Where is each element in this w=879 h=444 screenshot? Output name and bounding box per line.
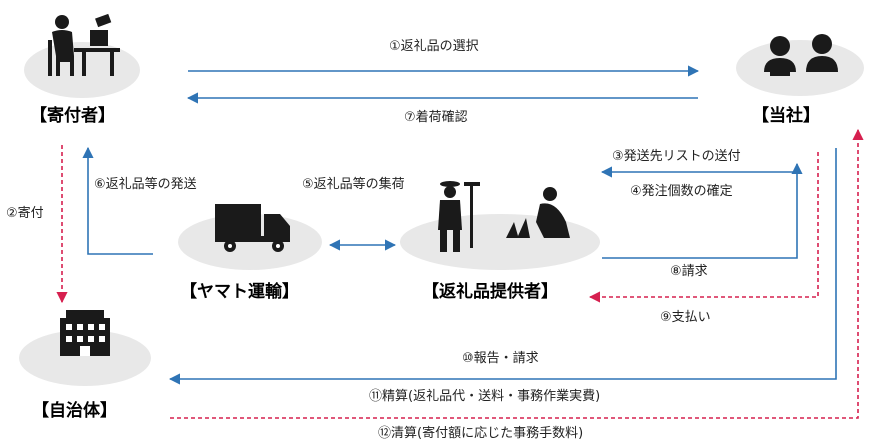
node-label-donor: 【寄付者】 [30, 106, 115, 126]
flow-label-4: ④発注個数の確定 [630, 184, 733, 199]
flow-label-1: ①返礼品の選択 [389, 39, 479, 54]
node-label-municipality: 【自治体】 [32, 401, 117, 421]
company-ellipse [736, 40, 864, 96]
company-staff-icon [764, 34, 838, 76]
arrow-confirm-invoice [602, 162, 803, 259]
donor-icon [48, 13, 120, 76]
flow-label-12: ⑫清算(寄付額に応じた事務手数料) [378, 426, 584, 441]
flow-label-5: ⑤返礼品等の集荷 [302, 177, 405, 192]
farmer-icon [438, 181, 570, 252]
supplier-ellipse [400, 214, 600, 270]
arrow-fee-settle [170, 128, 864, 419]
truck-icon [215, 204, 290, 252]
flow-label-9: ⑨支払い [660, 310, 711, 325]
node-label-yamato: 【ヤマト運輸】 [180, 282, 299, 302]
flow-label-10: ⑩報告・請求 [462, 351, 539, 366]
municipality-ellipse [19, 330, 151, 386]
flow-label-3: ③発送先リストの送付 [612, 149, 741, 164]
arrow-ship-gift [82, 146, 153, 255]
building-icon [60, 310, 110, 356]
flow-label-7: ⑦着荷確認 [404, 110, 468, 125]
flow-label-6: ⑥返礼品等の発送 [94, 177, 197, 192]
arrow-report-settle [168, 148, 837, 385]
flow-label-8: ⑧請求 [670, 264, 708, 279]
node-label-company: 【当社】 [752, 106, 820, 126]
node-label-supplier: 【返礼品提供者】 [422, 282, 558, 302]
flow-label-11: ⑪精算(返礼品代・送料・事務作業実費) [369, 389, 601, 404]
flow-label-2: ②寄付 [6, 206, 44, 221]
arrow-payment [588, 152, 819, 303]
